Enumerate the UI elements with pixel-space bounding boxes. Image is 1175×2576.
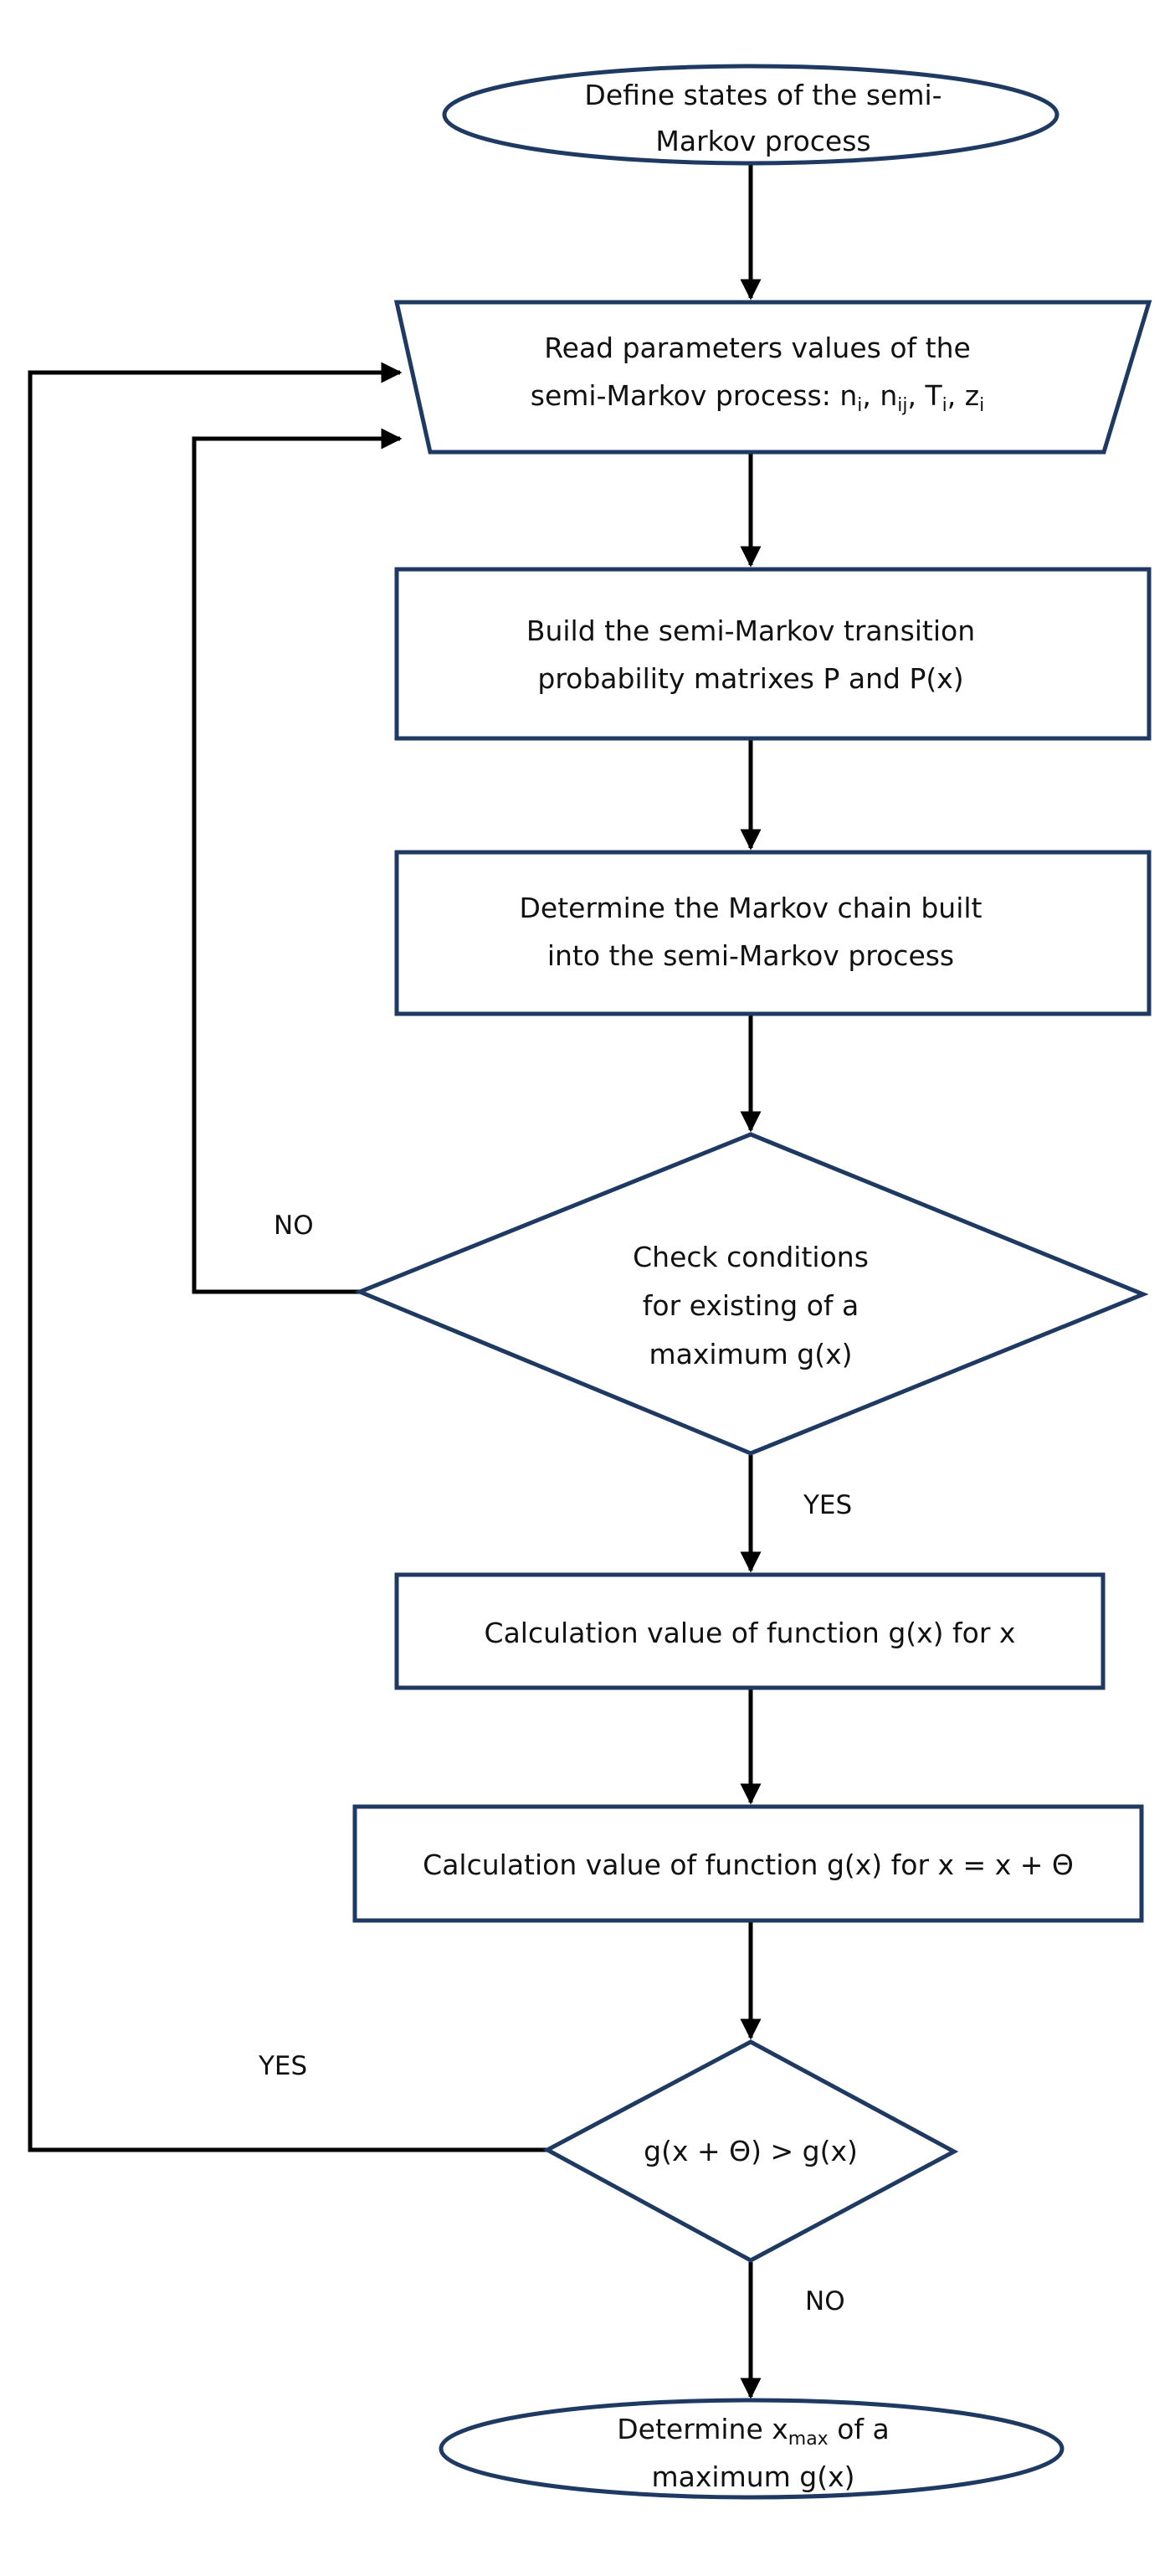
end-line-2: maximum g(x)	[652, 2460, 855, 2493]
param-separator-2: ,	[908, 379, 926, 412]
param-t-subscript: i	[942, 395, 947, 416]
start-terminator	[442, 64, 1060, 166]
param-n: n	[839, 379, 857, 412]
compare-decision	[542, 2039, 959, 2263]
compare-text: g(x + Θ) > g(x)	[644, 2135, 858, 2167]
check-line-3: maximum g(x)	[649, 1338, 853, 1370]
markov-chain-process	[394, 850, 1152, 1016]
read-parameters-input	[393, 300, 1152, 455]
param-z-subscript: i	[979, 395, 984, 416]
loop-check-no-to-read	[192, 428, 403, 1294]
calc-gx-process	[394, 1572, 1106, 1690]
compare-no-label: NO	[805, 2286, 845, 2316]
read-params-prefix: semi-Markov process:	[531, 379, 840, 412]
param-z: z	[965, 379, 979, 412]
param-separator-1: ,	[862, 379, 880, 412]
calc-gx-theta-text: Calculation value of function g(x) for x…	[423, 1848, 1074, 1881]
param-nij: n	[880, 379, 897, 412]
param-n-subscript: i	[857, 395, 862, 416]
check-no-label: NO	[274, 1211, 314, 1241]
end-line-1: Determine xmax of a	[617, 2413, 889, 2450]
read-params-line-1: Read parameters values of the	[544, 332, 971, 364]
check-conditions-decision	[354, 1132, 1149, 1456]
markov-chain-line-1: Determine the Markov chain built	[519, 892, 982, 924]
check-line-2: for existing of a	[643, 1289, 859, 1322]
param-t: T	[924, 379, 942, 412]
read-params-line-2: semi-Markov process: ni, nij, Ti, zi	[531, 379, 984, 416]
calc-gx-theta-process	[352, 1804, 1144, 1923]
end-suffix: of a	[829, 2413, 890, 2445]
end-prefix: Determine x	[617, 2413, 788, 2445]
loop-compare-yes-to-read	[28, 362, 547, 2152]
end-x-subscript: max	[788, 2429, 829, 2450]
check-line-1: Check conditions	[633, 1241, 869, 1273]
build-matrices-line-2: probability matrixes P and P(x)	[537, 662, 963, 695]
end-terminator	[439, 2398, 1065, 2500]
markov-chain-line-2: into the semi-Markov process	[547, 939, 954, 972]
param-nij-subscript: ij	[897, 395, 907, 416]
check-yes-label: YES	[803, 1490, 852, 1520]
connectors	[28, 164, 762, 2399]
build-matrices-process	[394, 567, 1152, 741]
build-matrices-line-1: Build the semi-Markov transition	[526, 614, 975, 647]
start-line-1: Define states of the semi-	[584, 79, 942, 111]
start-line-2: Markov process	[655, 125, 870, 157]
compare-yes-label: YES	[258, 2051, 307, 2081]
param-separator-3: ,	[947, 379, 965, 412]
calc-gx-text: Calculation value of function g(x) for x	[485, 1617, 1016, 1649]
